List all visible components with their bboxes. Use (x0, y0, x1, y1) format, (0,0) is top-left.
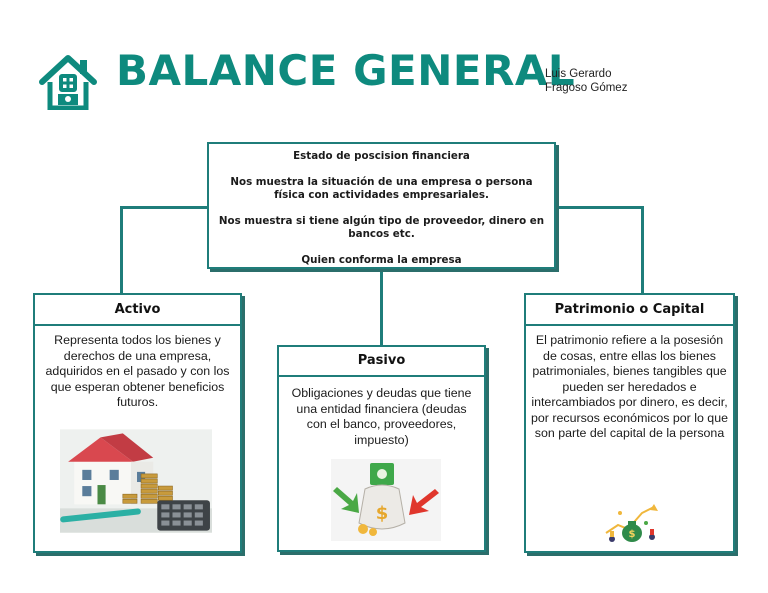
center-heading: Estado de poscision financiera (293, 150, 470, 162)
pasivo-card: Pasivo Obligaciones y deudas que tiene u… (277, 345, 486, 552)
pasivo-title: Pasivo (279, 347, 484, 377)
patrimonio-card: Patrimonio o Capital El patrimonio refie… (524, 293, 735, 553)
patrimonio-description: El patrimonio refiere a la posesión de c… (531, 333, 728, 440)
activo-title: Activo (35, 295, 240, 326)
pasivo-description: Obligaciones y deudas que tiene una enti… (291, 386, 472, 447)
connector-left-horizontal (120, 206, 208, 209)
house-coins-image (60, 429, 212, 533)
page-title: BALANCE GENERAL (116, 46, 576, 95)
connector-right-vertical (641, 206, 644, 295)
author-name: Luis Gerardo Fragoso Gómez (545, 67, 627, 95)
capital-growth-image: $ (602, 503, 662, 545)
connector-left-vertical (120, 206, 123, 295)
house-icon (39, 55, 97, 110)
patrimonio-title: Patrimonio o Capital (526, 295, 733, 326)
connector-center-vertical (380, 269, 383, 345)
activo-card: Activo Representa todos los bienes y der… (33, 293, 242, 553)
center-description-1: Nos muestra la situación de una empresa … (230, 176, 533, 201)
money-flow-image: $ (331, 459, 441, 541)
center-description-2: Nos muestra si tiene algún tipo de prove… (218, 215, 545, 240)
svg-text:$: $ (629, 529, 636, 540)
financial-position-card: Estado de poscision financiera Nos muest… (207, 142, 556, 269)
connector-right-horizontal (556, 206, 644, 209)
activo-description: Representa todos los bienes y derechos d… (45, 333, 230, 409)
center-description-3: Quien conforma la empresa (301, 254, 462, 266)
svg-text:$: $ (376, 503, 389, 524)
author-line-1: Luis Gerardo (545, 68, 612, 80)
author-line-2: Fragoso Gómez (545, 82, 628, 94)
